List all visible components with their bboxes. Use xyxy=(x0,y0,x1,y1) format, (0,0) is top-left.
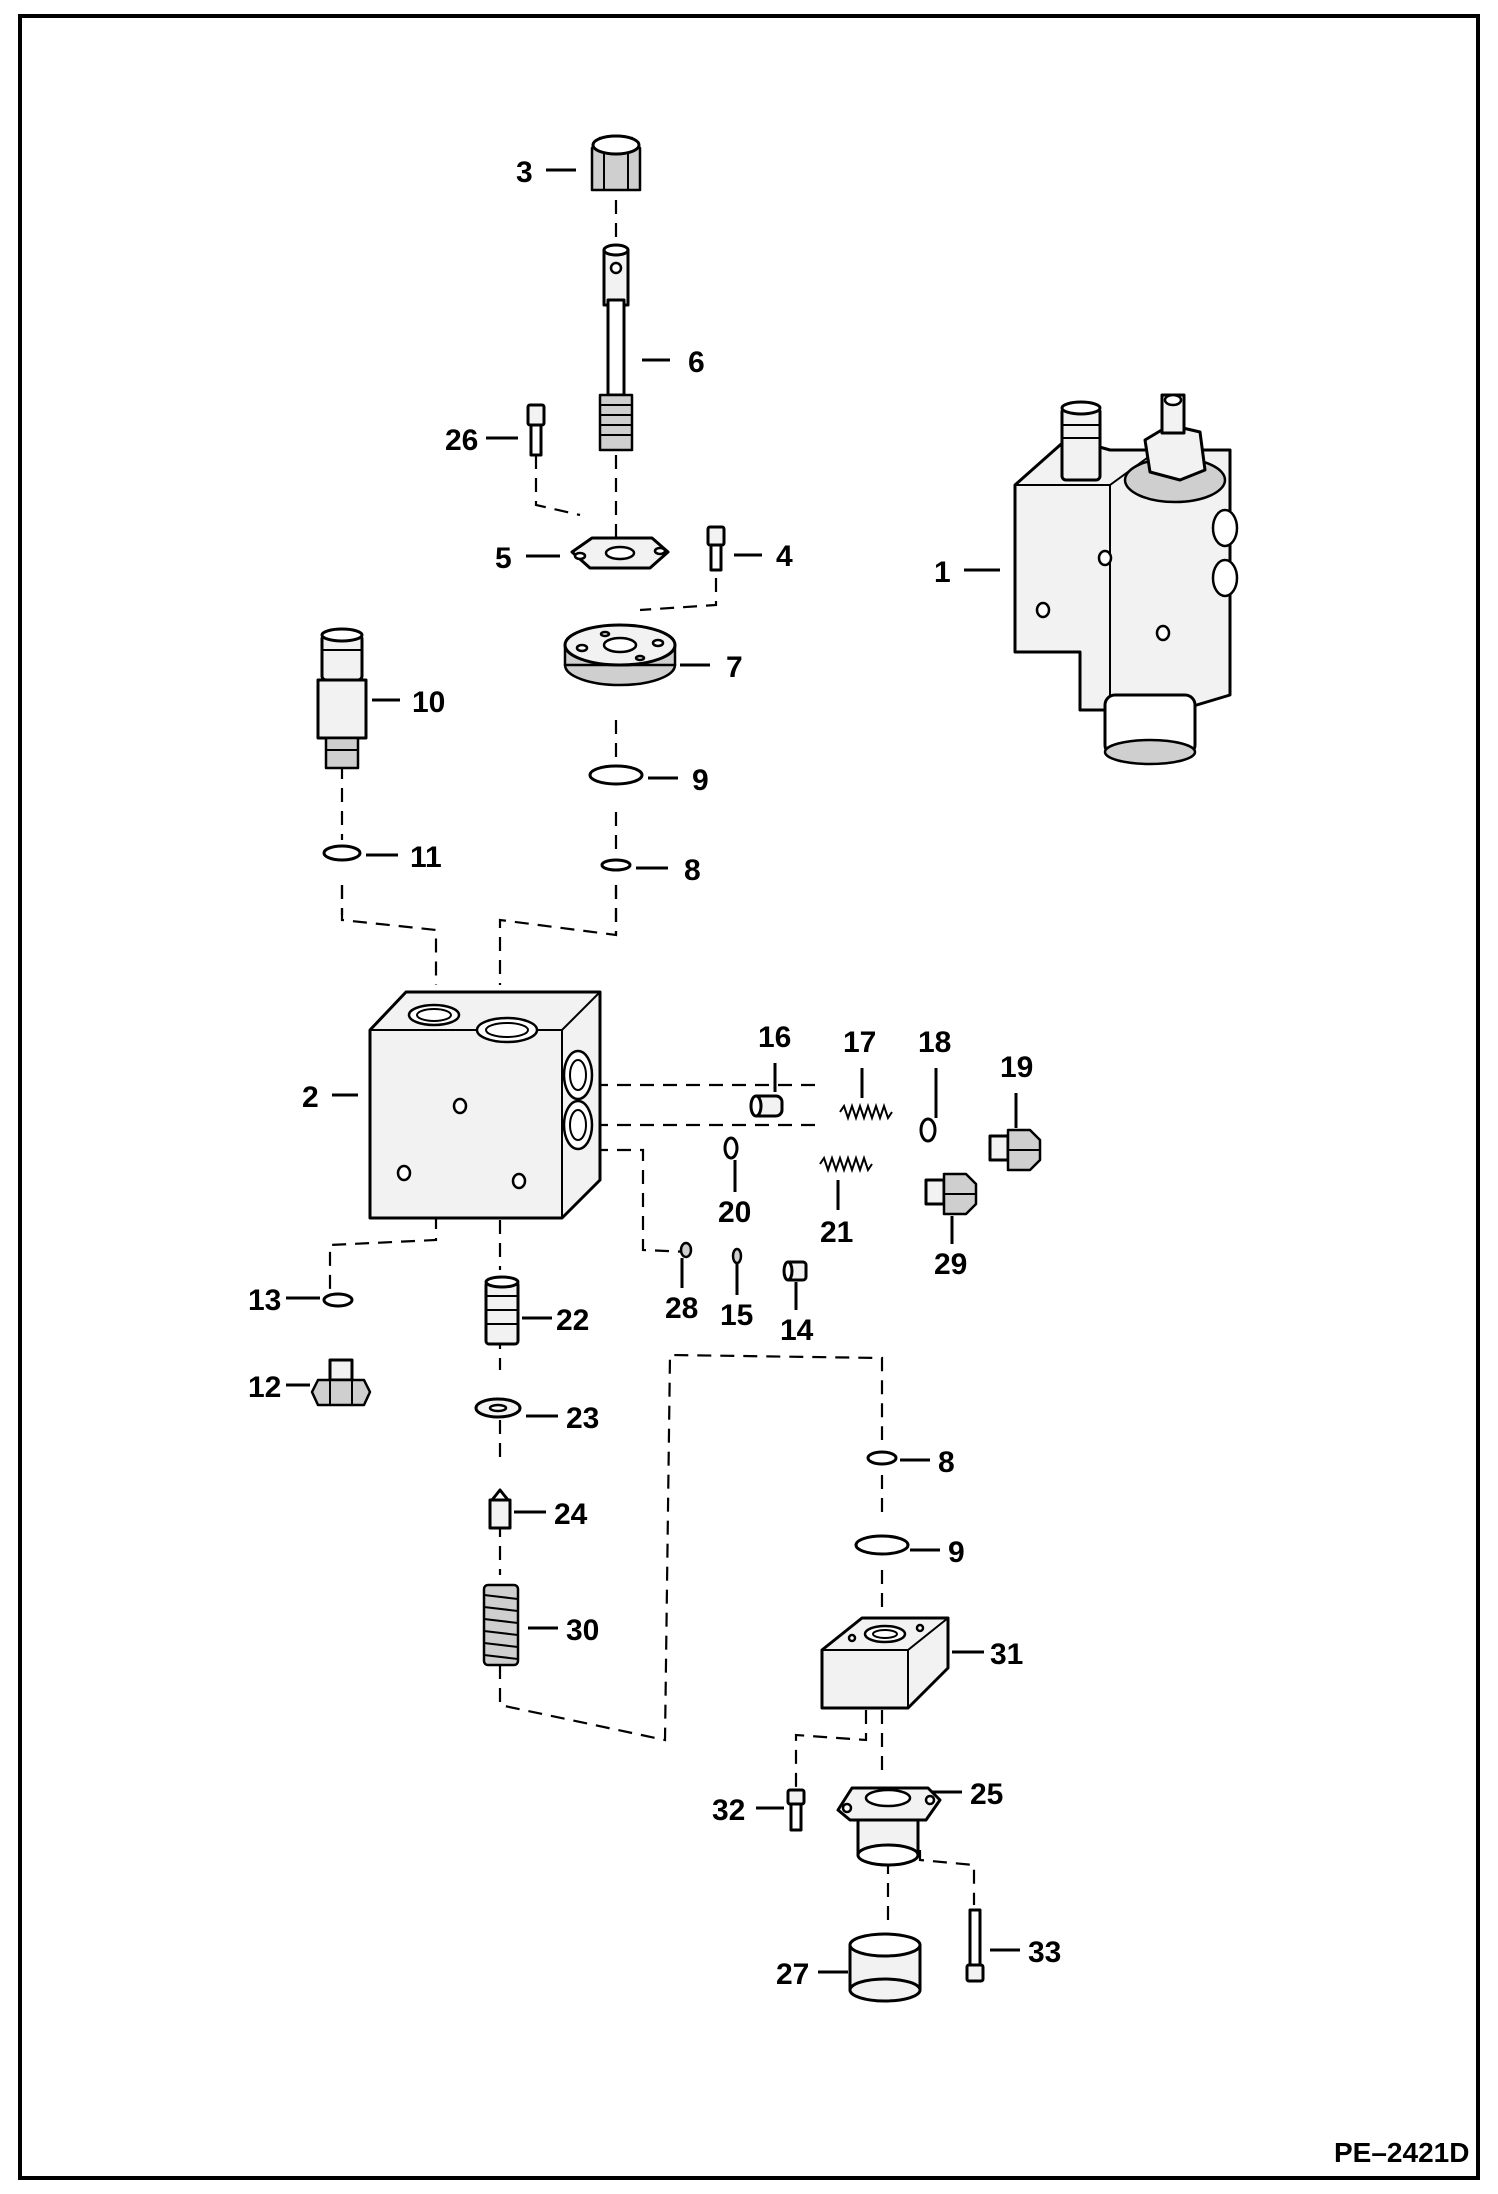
drawing-code: PE–2421D xyxy=(1334,2137,1469,2168)
part-30-spring xyxy=(482,1583,520,1667)
callout-6: 6 xyxy=(688,346,705,379)
callout-1: 1 xyxy=(934,556,951,589)
drawing-border xyxy=(18,14,1480,2180)
part-24-poppet xyxy=(488,1488,512,1530)
part-9-o-ring-upper xyxy=(588,764,644,786)
part-11-o-ring xyxy=(322,844,362,862)
part-1-valve-assembly xyxy=(1013,393,1239,766)
callout-31: 31 xyxy=(990,1638,1023,1671)
callout-26: 26 xyxy=(445,424,478,457)
callout-10: 10 xyxy=(412,686,445,719)
callout-16: 16 xyxy=(758,1021,791,1054)
part-8-o-ring-upper xyxy=(600,858,632,872)
callout-13: 13 xyxy=(248,1284,281,1317)
part-10-cartridge xyxy=(316,627,368,770)
part-17-spring xyxy=(839,1102,893,1122)
part-16-plunger xyxy=(749,1094,784,1118)
callout-9-upper: 9 xyxy=(692,764,709,797)
callout-33: 33 xyxy=(1028,1936,1061,1969)
callout-29: 29 xyxy=(934,1248,967,1281)
callout-20: 20 xyxy=(718,1196,751,1229)
part-7-flange xyxy=(563,623,677,687)
callout-32: 32 xyxy=(712,1794,745,1827)
part-29-plug xyxy=(924,1172,978,1216)
part-9-o-ring-lower xyxy=(854,1534,910,1556)
callout-8-upper: 8 xyxy=(684,854,701,887)
part-28-o-ring xyxy=(679,1241,693,1259)
callout-24: 24 xyxy=(554,1498,588,1531)
assembly-lines xyxy=(328,200,976,1920)
callout-17: 17 xyxy=(843,1026,876,1059)
part-14-plug xyxy=(782,1260,808,1282)
part-5-flange-plate xyxy=(570,536,670,570)
callout-8-lower: 8 xyxy=(938,1446,955,1479)
callout-9-lower: 9 xyxy=(948,1536,965,1569)
part-3-knob xyxy=(590,134,642,192)
part-31-block xyxy=(820,1616,950,1710)
part-32-screw xyxy=(786,1788,806,1832)
part-19-plug xyxy=(988,1128,1042,1172)
callout-22: 22 xyxy=(556,1304,589,1337)
callout-14: 14 xyxy=(780,1314,814,1347)
callout-19: 19 xyxy=(1000,1051,1033,1084)
callout-leaders xyxy=(286,168,1020,1974)
part-22-spool xyxy=(484,1275,520,1346)
callout-5: 5 xyxy=(495,542,512,575)
callout-27: 27 xyxy=(776,1958,809,1991)
part-8-o-ring-lower xyxy=(866,1450,898,1466)
callout-11: 11 xyxy=(410,841,442,874)
part-12-fitting xyxy=(310,1358,372,1407)
callout-23: 23 xyxy=(566,1402,599,1435)
part-18-o-ring xyxy=(919,1117,937,1143)
callout-labels: 3 6 26 5 4 1 7 10 9 11 8 2 16 17 18 19 2… xyxy=(248,156,1061,1991)
part-4-screw xyxy=(706,525,726,572)
callout-30: 30 xyxy=(566,1614,599,1647)
part-15-o-ring xyxy=(731,1247,743,1265)
part-27-cap xyxy=(848,1932,922,2003)
callout-2: 2 xyxy=(302,1081,319,1114)
callout-25: 25 xyxy=(970,1778,1003,1811)
part-25-cover xyxy=(836,1786,942,1867)
callout-21: 21 xyxy=(820,1216,853,1249)
part-33-screw xyxy=(965,1908,985,1983)
callout-3: 3 xyxy=(516,156,533,189)
callout-4: 4 xyxy=(776,540,793,573)
part-6-stem xyxy=(598,243,634,452)
callout-7: 7 xyxy=(726,651,743,684)
part-26-screw xyxy=(526,403,546,457)
part-2-valve-body xyxy=(368,990,602,1220)
part-23-washer xyxy=(474,1397,522,1419)
callout-18: 18 xyxy=(918,1026,951,1059)
callout-28: 28 xyxy=(665,1292,698,1325)
part-13-o-ring xyxy=(322,1292,354,1308)
callout-15: 15 xyxy=(720,1299,753,1332)
callout-12: 12 xyxy=(248,1371,281,1404)
part-21-spring xyxy=(819,1154,873,1174)
part-20-o-ring xyxy=(723,1136,739,1160)
